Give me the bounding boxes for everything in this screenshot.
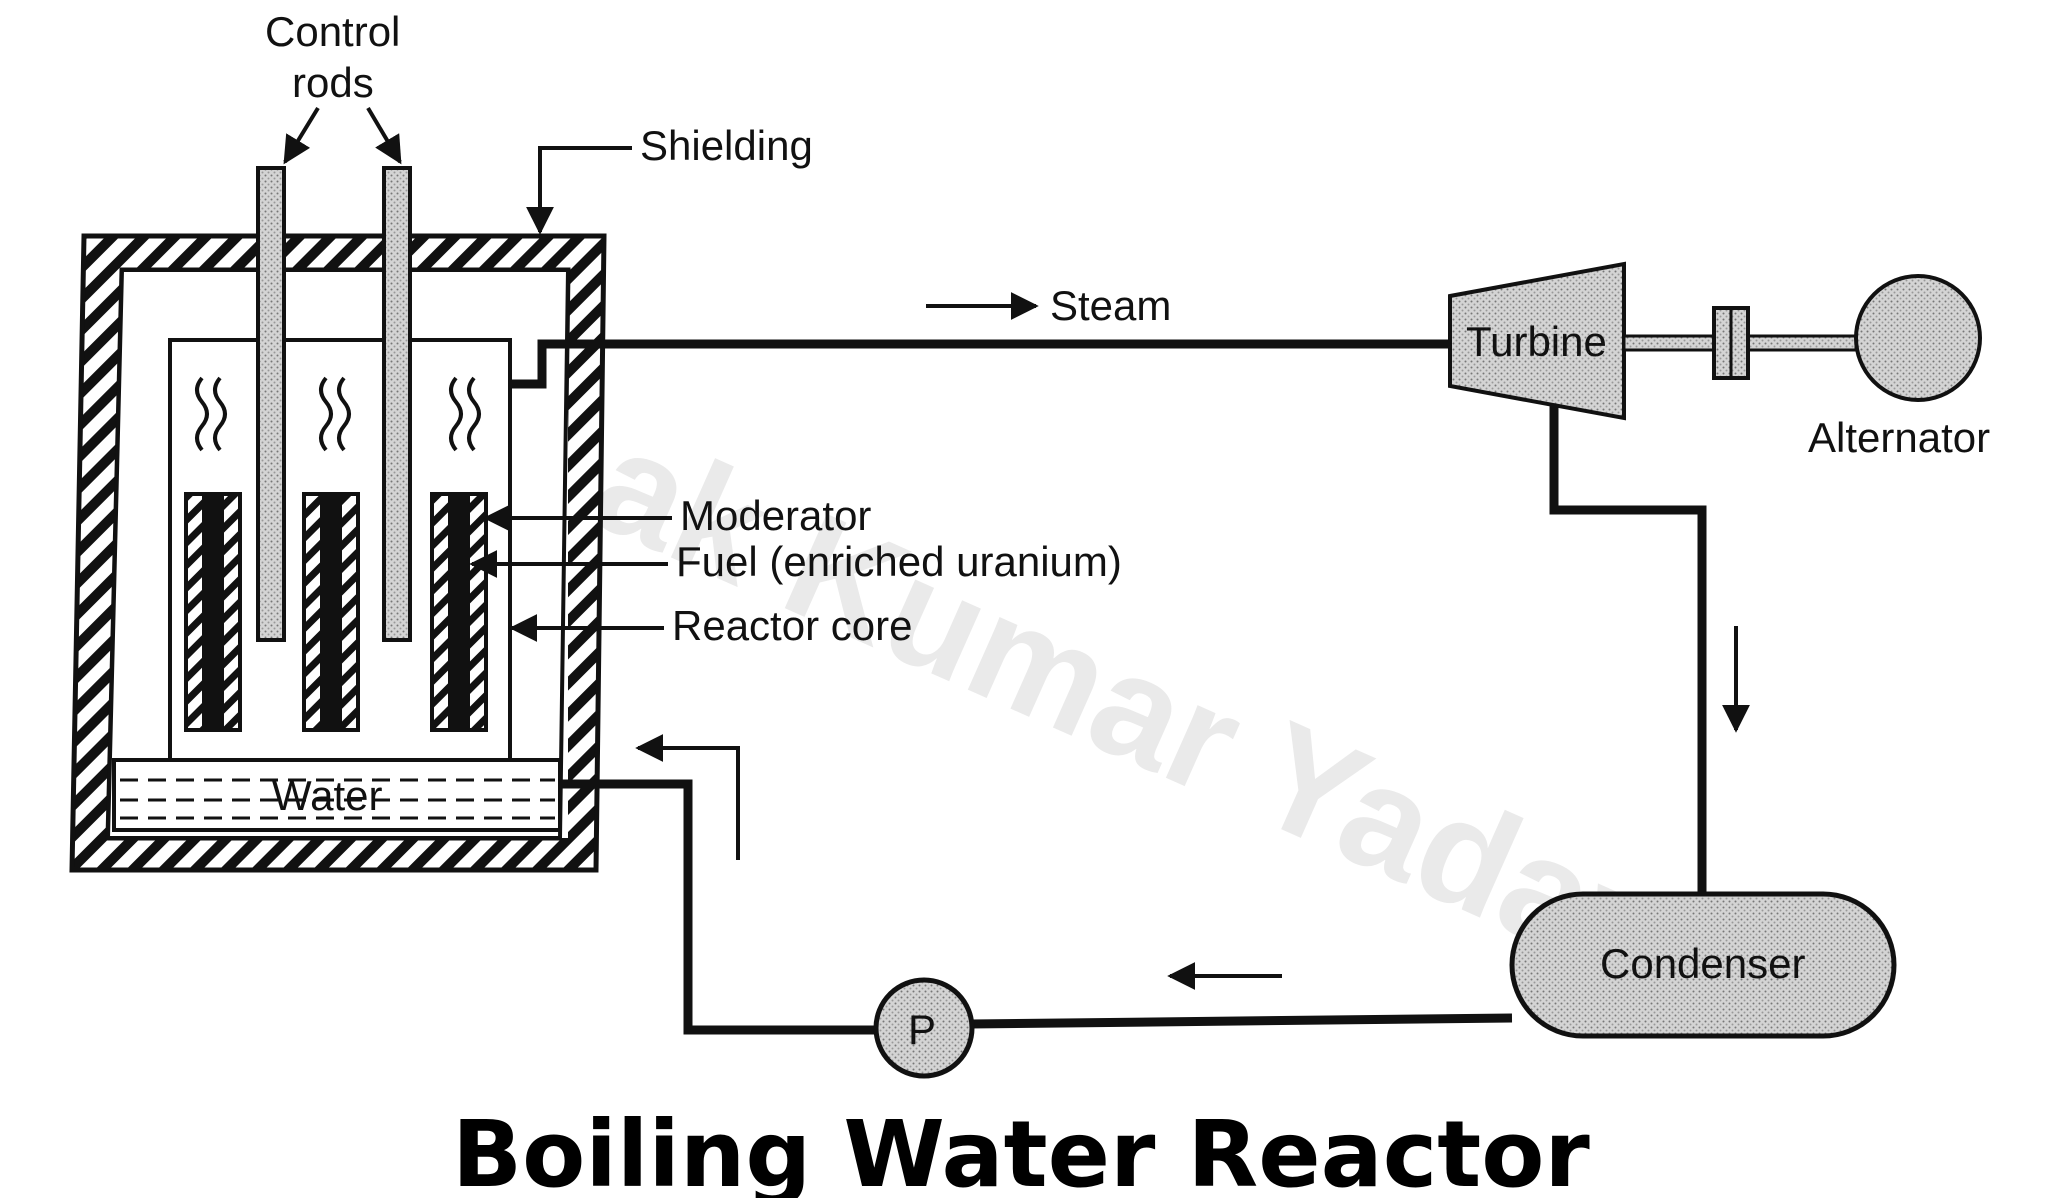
moderator-label: Moderator — [680, 492, 871, 539]
shielding-label: Shielding — [640, 122, 813, 169]
steam-wisps — [195, 376, 481, 452]
turbine — [1448, 261, 1626, 421]
feedwater-pipe — [560, 779, 878, 1035]
control-rods-label-line2: rods — [292, 59, 374, 106]
diagram-title: Boiling Water Reactor — [452, 1101, 1590, 1198]
pump — [873, 977, 975, 1079]
control-rod-1 — [256, 166, 286, 642]
fuel-element-2 — [302, 492, 360, 732]
condenser — [1509, 891, 1897, 1039]
turbine-label: Turbine — [1466, 318, 1607, 365]
exhaust-pipe — [1549, 406, 1707, 900]
fuel-element-1 — [184, 492, 242, 732]
pump-label: P — [908, 1006, 936, 1053]
reactor-vessel: Water — [69, 166, 607, 873]
steam-label: Steam — [1050, 282, 1171, 329]
return-pipe — [969, 1013, 1513, 1029]
fuel-element-3 — [430, 492, 488, 732]
control-rod-2 — [382, 166, 412, 642]
steam-pipe — [512, 339, 1452, 389]
alternator — [1854, 274, 1982, 402]
fuel-label: Fuel (enriched uranium) — [676, 538, 1122, 585]
control-rods-label-line1: Control — [265, 8, 400, 55]
reactor-core-label: Reactor core — [672, 602, 912, 649]
water-label: Water — [272, 772, 382, 819]
condenser-label: Condenser — [1600, 940, 1805, 987]
feedwater-flow-arrow — [635, 734, 740, 860]
alternator-label: Alternator — [1808, 414, 1990, 461]
